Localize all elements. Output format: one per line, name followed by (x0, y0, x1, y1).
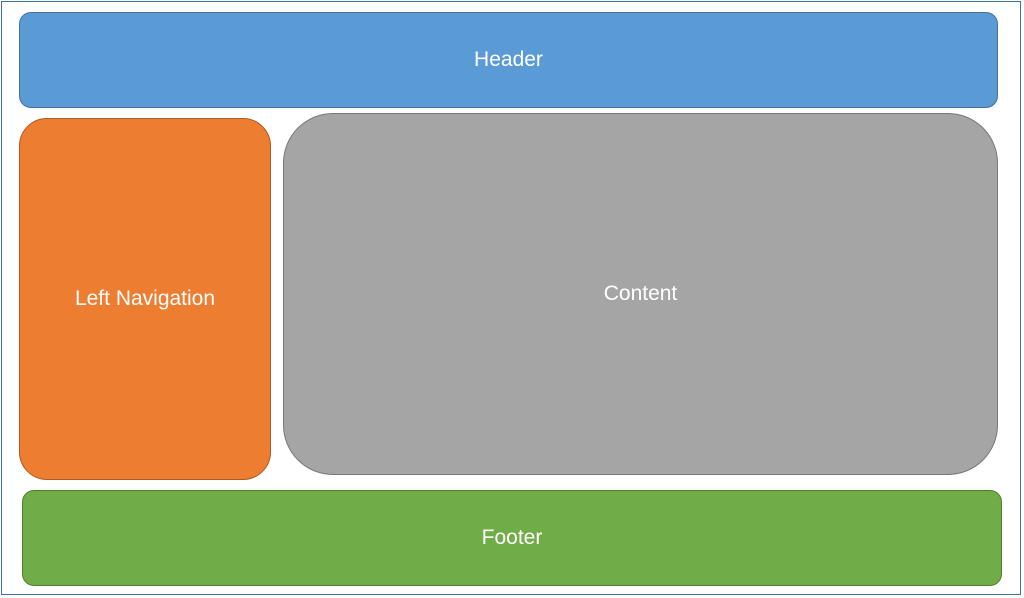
content-label: Content (603, 282, 678, 305)
footer-label: Footer (481, 526, 543, 549)
header-label: Header (474, 48, 543, 71)
header-block: Header (19, 12, 998, 108)
content-block: Content (283, 113, 998, 475)
left-navigation-block: Left Navigation (19, 118, 271, 480)
left-navigation-label: Left Navigation (74, 287, 216, 310)
footer-block: Footer (22, 490, 1002, 586)
